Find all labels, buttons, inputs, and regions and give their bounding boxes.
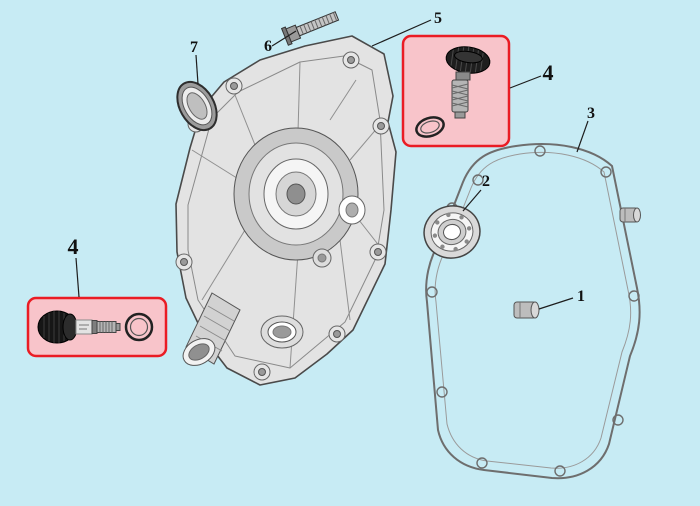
- leader-line-4-left: [75, 257, 80, 298]
- bearing-drawing: [423, 205, 481, 259]
- oil-seal-drawing: [176, 80, 218, 132]
- leader-line-3: [576, 120, 589, 153]
- part4-left-callout[interactable]: [26, 296, 168, 358]
- leader-line-1: [538, 297, 574, 310]
- cover-oil-fill-neck: [260, 315, 304, 349]
- leader-line-7: [195, 54, 199, 85]
- cover-secondary-bore: [312, 195, 366, 268]
- o-ring-left-drawing: [124, 312, 154, 342]
- part-label-4-top[interactable]: 4: [543, 60, 554, 85]
- o-ring-top-drawing: [415, 116, 445, 138]
- part-labels: 7 6 5 4 3 2 1 4: [68, 10, 596, 305]
- dipstick-left-drawing: [37, 310, 154, 344]
- part-label-2[interactable]: 2: [482, 173, 490, 190]
- part-label-5[interactable]: 5: [434, 10, 442, 27]
- part-label-3[interactable]: 3: [587, 105, 595, 122]
- bearing-balls: [432, 212, 472, 252]
- part-label-6[interactable]: 6: [264, 38, 272, 55]
- cover-filler-tube: [182, 292, 241, 366]
- leader-line-6: [271, 30, 297, 47]
- dipstick-stem-threads: [451, 83, 469, 108]
- part-label-1[interactable]: 1: [577, 288, 585, 305]
- part4-top-callout[interactable]: [401, 34, 511, 148]
- part-label-7[interactable]: 7: [190, 39, 198, 56]
- dipstick-top-drawing: [415, 46, 491, 138]
- leader-line-5: [371, 19, 432, 47]
- leader-line-4-top: [509, 75, 542, 89]
- part-label-4-left[interactable]: 4: [68, 234, 79, 259]
- crankcase-cover-drawing: [175, 35, 397, 386]
- cover-main-bore: [233, 127, 359, 261]
- leader-lines: [75, 19, 589, 310]
- plug-part1-drawing: [513, 301, 540, 319]
- small-plug-upper-drawing: [619, 207, 641, 223]
- bolt-threads: [299, 12, 338, 35]
- leader-line-2: [462, 189, 482, 212]
